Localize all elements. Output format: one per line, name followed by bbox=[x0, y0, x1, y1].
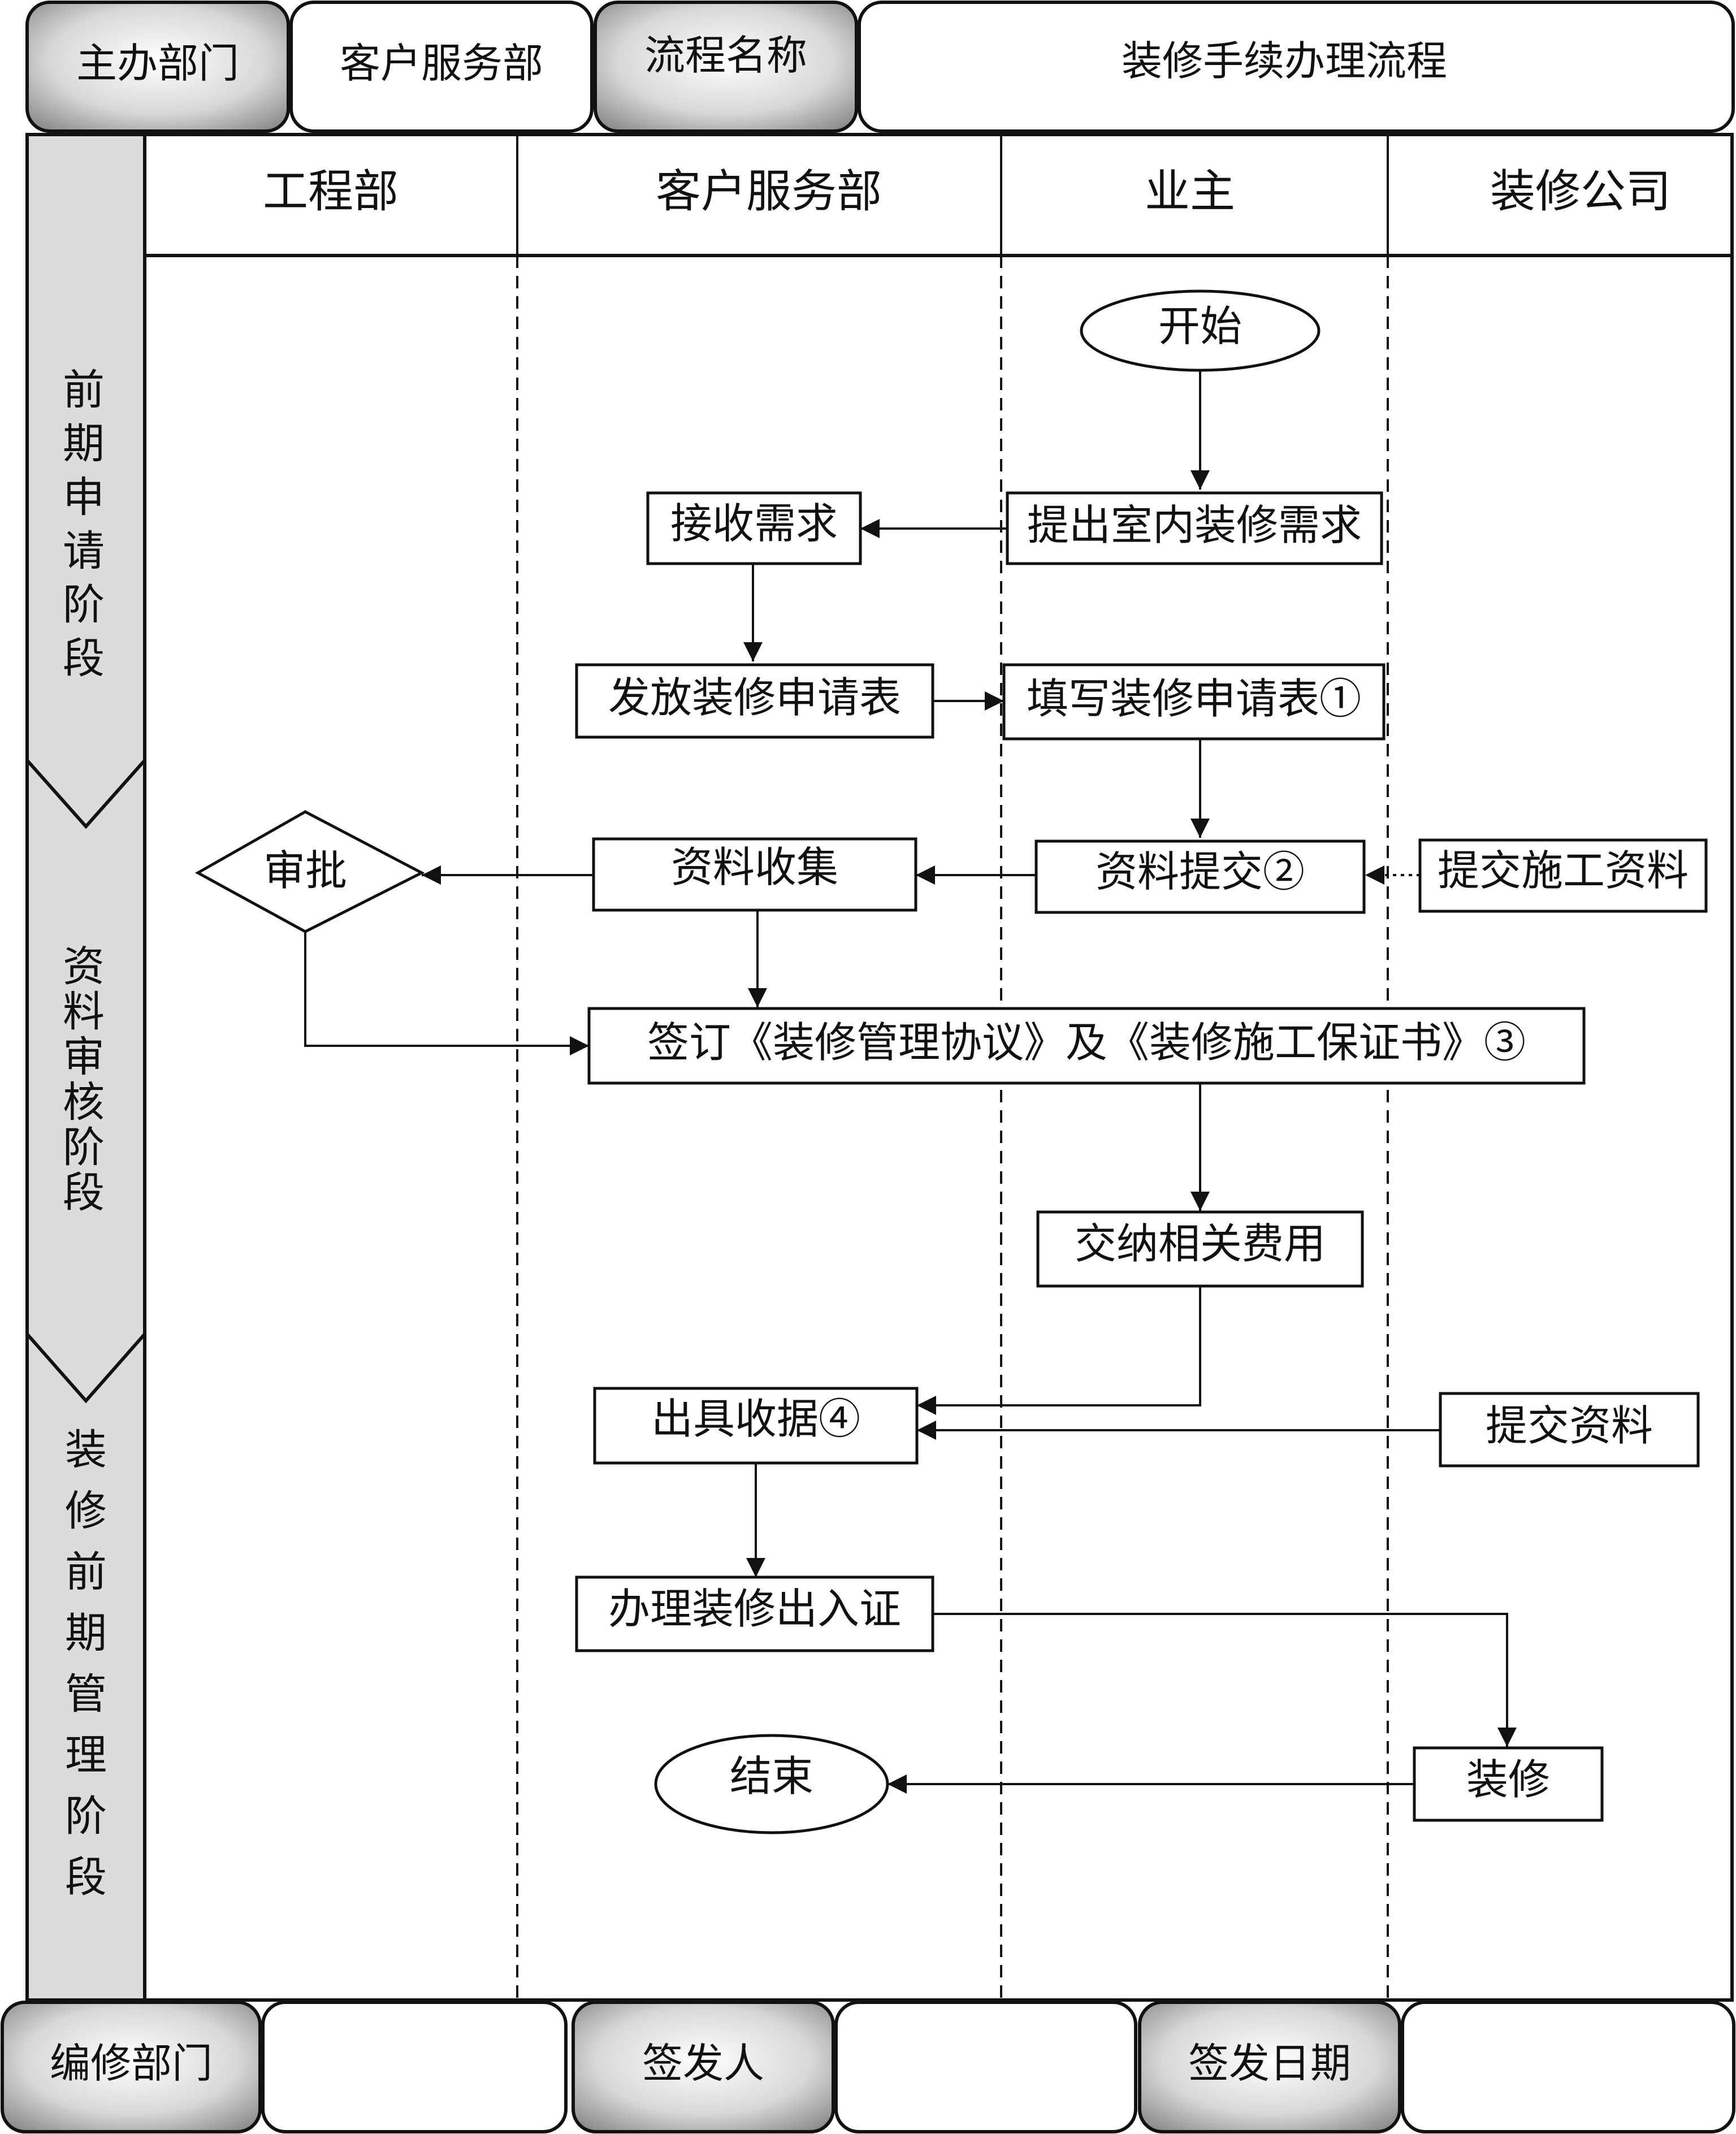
phase-column bbox=[25, 133, 146, 2002]
node-issue-receipt: 出具收据④ bbox=[593, 1387, 919, 1465]
node-submit-materials: 提交资料 bbox=[1439, 1392, 1700, 1468]
process-name-label-cell: 流程名称 bbox=[594, 1, 858, 133]
issue-date-label-cell: 签发日期 bbox=[1138, 2001, 1401, 2133]
arrow-pay-to-receipt bbox=[917, 1286, 1201, 1415]
lane-headers: 工程部 客户服务部 业主 装修公司 bbox=[263, 165, 1671, 218]
phase-label-pre-renovation: 装修前期管理阶段 bbox=[65, 1426, 107, 1902]
lane-header-owner: 业主 bbox=[1145, 165, 1235, 218]
process-name-value-cell: 装修手续办理流程 bbox=[858, 1, 1735, 133]
phase-label-application: 前期申请阶段 bbox=[63, 366, 105, 683]
host-department-value: 客户服务部 bbox=[340, 40, 543, 87]
svg-text:提交资料: 提交资料 bbox=[1486, 1401, 1653, 1450]
node-receive-request: 接收需求 bbox=[646, 491, 862, 565]
svg-text:审批: 审批 bbox=[263, 846, 347, 895]
arrow-approve-to-sign bbox=[304, 932, 589, 1055]
svg-text:发放装修申请表: 发放装修申请表 bbox=[608, 673, 901, 722]
lane-header-renovation-company: 装修公司 bbox=[1490, 165, 1671, 218]
issuer-value-cell bbox=[834, 2001, 1137, 2133]
issue-date-label: 签发日期 bbox=[1188, 2040, 1351, 2087]
node-end: 结束 bbox=[654, 1734, 889, 1834]
node-issue-pass: 办理装修出入证 bbox=[575, 1575, 934, 1652]
process-name-label: 流程名称 bbox=[644, 32, 807, 79]
editor-department-label: 编修部门 bbox=[50, 2040, 213, 2087]
host-department-label-cell: 主办部门 bbox=[25, 1, 290, 133]
phase-label-review: 资料审核阶段 bbox=[63, 942, 105, 1217]
node-submit-construction-docs: 提交施工资料 bbox=[1418, 838, 1708, 913]
svg-text:装修: 装修 bbox=[1466, 1755, 1550, 1804]
svg-text:提出室内装修需求: 提出室内装修需求 bbox=[1027, 501, 1362, 549]
nodes: 开始 提出室内装修需求 接收需求 发放装修申请表 填写装修申请表① 审批 资料收… bbox=[194, 289, 1708, 1834]
issuer-label: 签发人 bbox=[642, 2040, 764, 2087]
node-issue-form: 发放装修申请表 bbox=[575, 663, 934, 739]
svg-text:出具收据④: 出具收据④ bbox=[651, 1395, 860, 1443]
svg-text:交纳相关费用: 交纳相关费用 bbox=[1075, 1219, 1326, 1268]
issuer-label-cell: 签发人 bbox=[572, 2001, 835, 2133]
svg-text:结束: 结束 bbox=[730, 1752, 813, 1800]
process-name-value: 装修手续办理流程 bbox=[1122, 37, 1447, 85]
svg-text:接收需求: 接收需求 bbox=[670, 499, 838, 548]
svg-text:签订《装修管理协议》及《装修施工保证书》③: 签订《装修管理协议》及《装修施工保证书》③ bbox=[647, 1018, 1526, 1067]
node-submit-docs: 资料提交② bbox=[1034, 839, 1366, 914]
svg-text:提交施工资料: 提交施工资料 bbox=[1438, 846, 1689, 895]
editor-department-label-cell: 编修部门 bbox=[1, 2001, 262, 2133]
lane-header-engineering: 工程部 bbox=[263, 165, 399, 218]
arrow-pass-to-renovate bbox=[933, 1613, 1517, 1747]
svg-text:资料收集: 资料收集 bbox=[671, 843, 838, 891]
node-sign-agreements: 签订《装修管理协议》及《装修施工保证书》③ bbox=[587, 1007, 1586, 1085]
phase-labels: 前期申请阶段 资料审核阶段 装修前期管理阶段 bbox=[63, 366, 107, 1902]
node-renovate: 装修 bbox=[1413, 1746, 1604, 1822]
svg-text:填写装修申请表①: 填写装修申请表① bbox=[1027, 674, 1361, 723]
svg-text:办理装修出入证: 办理装修出入证 bbox=[608, 1585, 901, 1633]
host-department-label: 主办部门 bbox=[76, 40, 239, 87]
header-row: 主办部门 客户服务部 流程名称 装修手续办理流程 bbox=[25, 1, 1735, 133]
issue-date-value-cell bbox=[1401, 2001, 1735, 2133]
node-raise-request: 提出室内装修需求 bbox=[1006, 491, 1383, 565]
footer-row: 编修部门 签发人 签发日期 bbox=[1, 2001, 1735, 2133]
connectors bbox=[304, 370, 1517, 1794]
editor-department-value-cell bbox=[261, 2001, 568, 2133]
node-start: 开始 bbox=[1080, 289, 1321, 372]
svg-text:开始: 开始 bbox=[1158, 302, 1242, 350]
node-collect-docs: 资料收集 bbox=[592, 837, 917, 912]
lane-header-customer-service: 客户服务部 bbox=[656, 165, 882, 218]
node-pay-fees: 交纳相关费用 bbox=[1036, 1210, 1364, 1288]
host-department-value-cell: 客户服务部 bbox=[289, 1, 594, 133]
node-fill-form: 填写装修申请表① bbox=[1002, 663, 1386, 741]
svg-text:资料提交②: 资料提交② bbox=[1096, 847, 1305, 896]
node-approve: 审批 bbox=[194, 810, 425, 933]
